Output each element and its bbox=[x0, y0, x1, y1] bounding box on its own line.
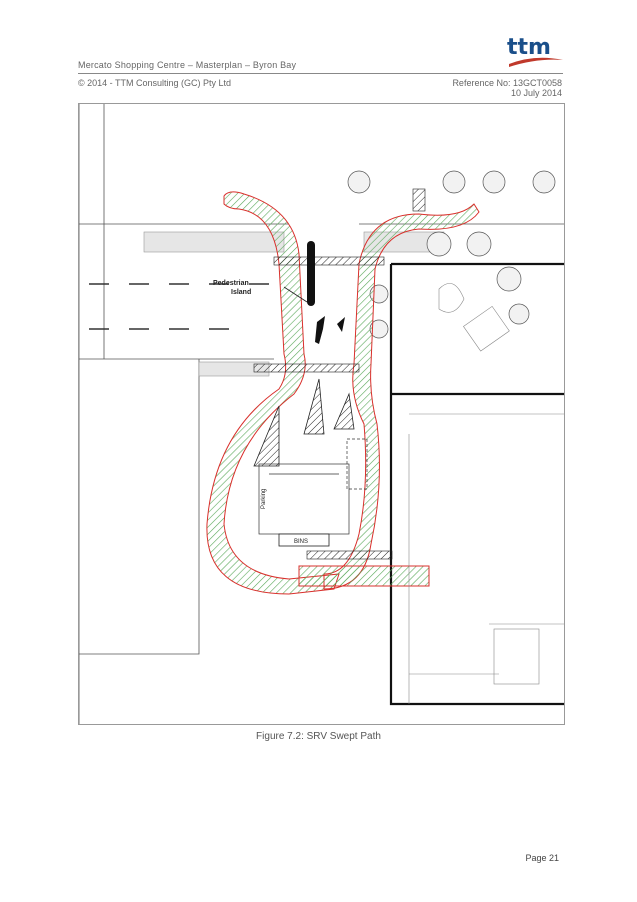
trees bbox=[347, 170, 556, 339]
page-number: Page 21 bbox=[525, 853, 559, 863]
reference-number: Reference No: 13GCT0058 bbox=[452, 78, 562, 88]
logo-text: ttm bbox=[507, 36, 551, 60]
hatched-medians bbox=[253, 378, 355, 467]
pedestrian-island bbox=[307, 241, 315, 306]
ttm-logo: ttm bbox=[507, 36, 563, 67]
pedestrian-island-label-1: Pedestrian bbox=[213, 280, 249, 287]
bins-box bbox=[278, 533, 330, 547]
lane-markings bbox=[89, 283, 269, 330]
header-divider bbox=[78, 73, 563, 74]
bins-label: BINS bbox=[294, 539, 308, 545]
logo-swoosh bbox=[509, 57, 563, 67]
pedestrian-crossings bbox=[253, 188, 426, 560]
parking-label: Parking bbox=[261, 489, 267, 509]
island-leader-line bbox=[283, 286, 308, 303]
figure-caption: Figure 7.2: SRV Swept Path bbox=[256, 731, 381, 742]
document-title: Mercato Shopping Centre – Masterplan – B… bbox=[78, 60, 297, 70]
direction-arrows bbox=[315, 316, 345, 344]
interior-linework bbox=[408, 283, 564, 704]
site-plan-drawing: Pedestrian Island Parking BINS bbox=[78, 103, 565, 725]
building-outline bbox=[389, 262, 564, 706]
srv-swept-path bbox=[206, 191, 480, 595]
copyright-text: © 2014 - TTM Consulting (GC) Pty Ltd bbox=[78, 78, 232, 88]
pedestrian-island-label-2: Island bbox=[231, 289, 251, 296]
road-edges bbox=[78, 104, 564, 724]
site-plan-svg: Pedestrian Island Parking BINS bbox=[78, 104, 564, 724]
document-date: 10 July 2014 bbox=[510, 88, 562, 98]
